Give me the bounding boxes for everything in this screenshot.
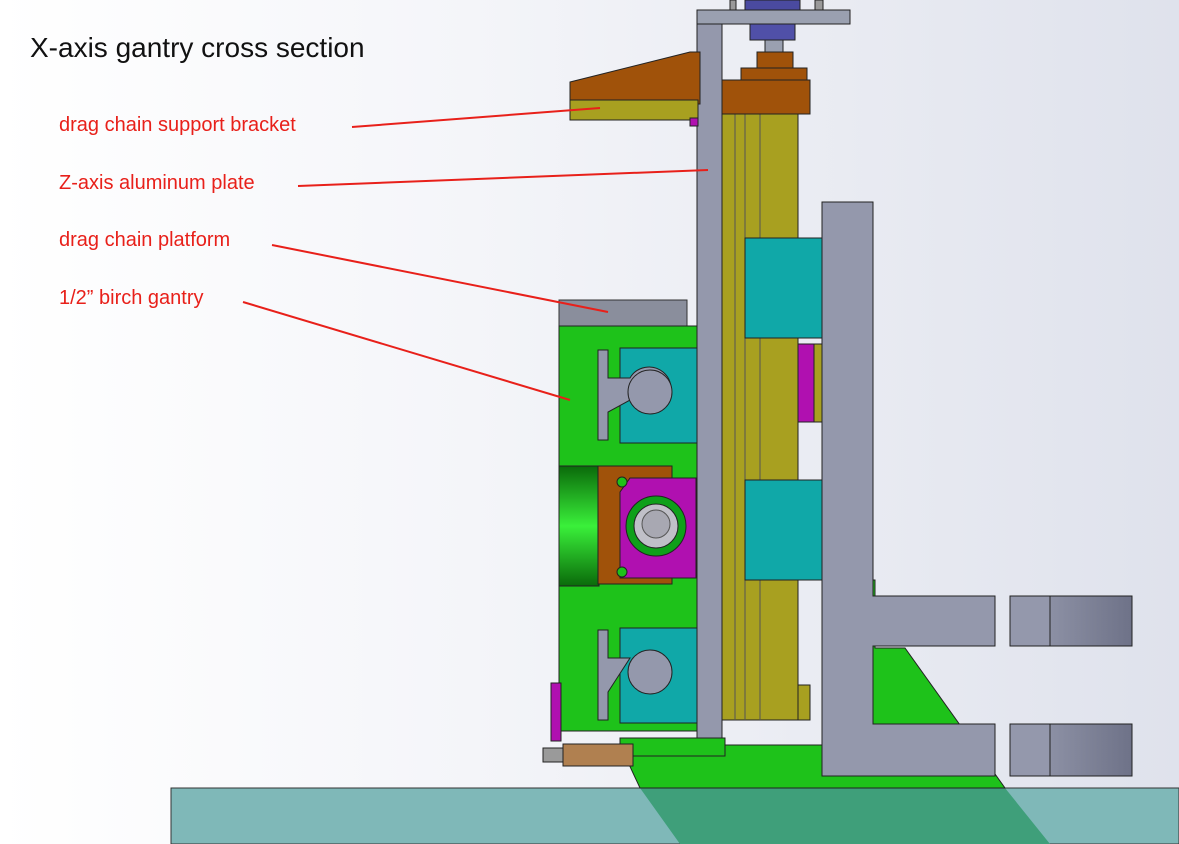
leader-line-gantry [242, 301, 571, 401]
diagram-title: X-axis gantry cross section [30, 32, 365, 63]
leader-line-plate [297, 169, 709, 187]
motor-shaft-left [729, 0, 737, 11]
bolt-head [542, 747, 564, 763]
label-z-axis-aluminum-plate: Z-axis aluminum plate [59, 172, 255, 194]
lower-rail-round [627, 649, 673, 695]
drag-chain-support-bracket-base [569, 99, 699, 121]
lower-magenta-bracket [550, 682, 562, 742]
upper-rail-round [627, 369, 673, 415]
z-upper-teal-block [744, 237, 826, 339]
right-block-lower-a [1009, 723, 1051, 777]
carriage-bolt [616, 566, 628, 578]
label-birch-gantry: 1/2” birch gantry [59, 287, 204, 309]
coupler-neck [764, 39, 784, 53]
z-lower-teal-block [744, 479, 826, 581]
lower-rail-profile [597, 629, 631, 721]
drag-chain-platform [558, 299, 688, 329]
coupler [749, 23, 796, 41]
label-drag-chain-platform: drag chain platform [59, 229, 231, 251]
motor-shaft-right [814, 0, 824, 11]
motor-body [744, 0, 801, 11]
leader-line-bracket [351, 107, 601, 128]
leader-line-platform [271, 244, 609, 313]
right-block-upper-b [1049, 595, 1133, 647]
z-olive-foot [797, 684, 811, 721]
lower-green-lip [619, 737, 726, 757]
bearing-block-top [756, 51, 794, 69]
bolt-nut [562, 743, 634, 767]
bracket-screw [689, 117, 699, 127]
carriage-bearing-core [641, 509, 671, 539]
bearing-block-base [721, 79, 811, 115]
base-table-shadow [640, 788, 1050, 844]
carriage-bolt [616, 476, 628, 488]
right-block-lower-b [1049, 723, 1133, 777]
top-plate [696, 9, 851, 25]
z-magenta-spacer [797, 343, 817, 423]
right-block-upper-a [1009, 595, 1051, 647]
drag-chain-support-bracket [569, 51, 701, 105]
z-axis-aluminum-plate [696, 11, 723, 739]
label-drag-chain-support-bracket: drag chain support bracket [59, 114, 296, 136]
gantry-gray-arm [821, 201, 996, 777]
birch-gantry-cylinder [558, 465, 600, 587]
